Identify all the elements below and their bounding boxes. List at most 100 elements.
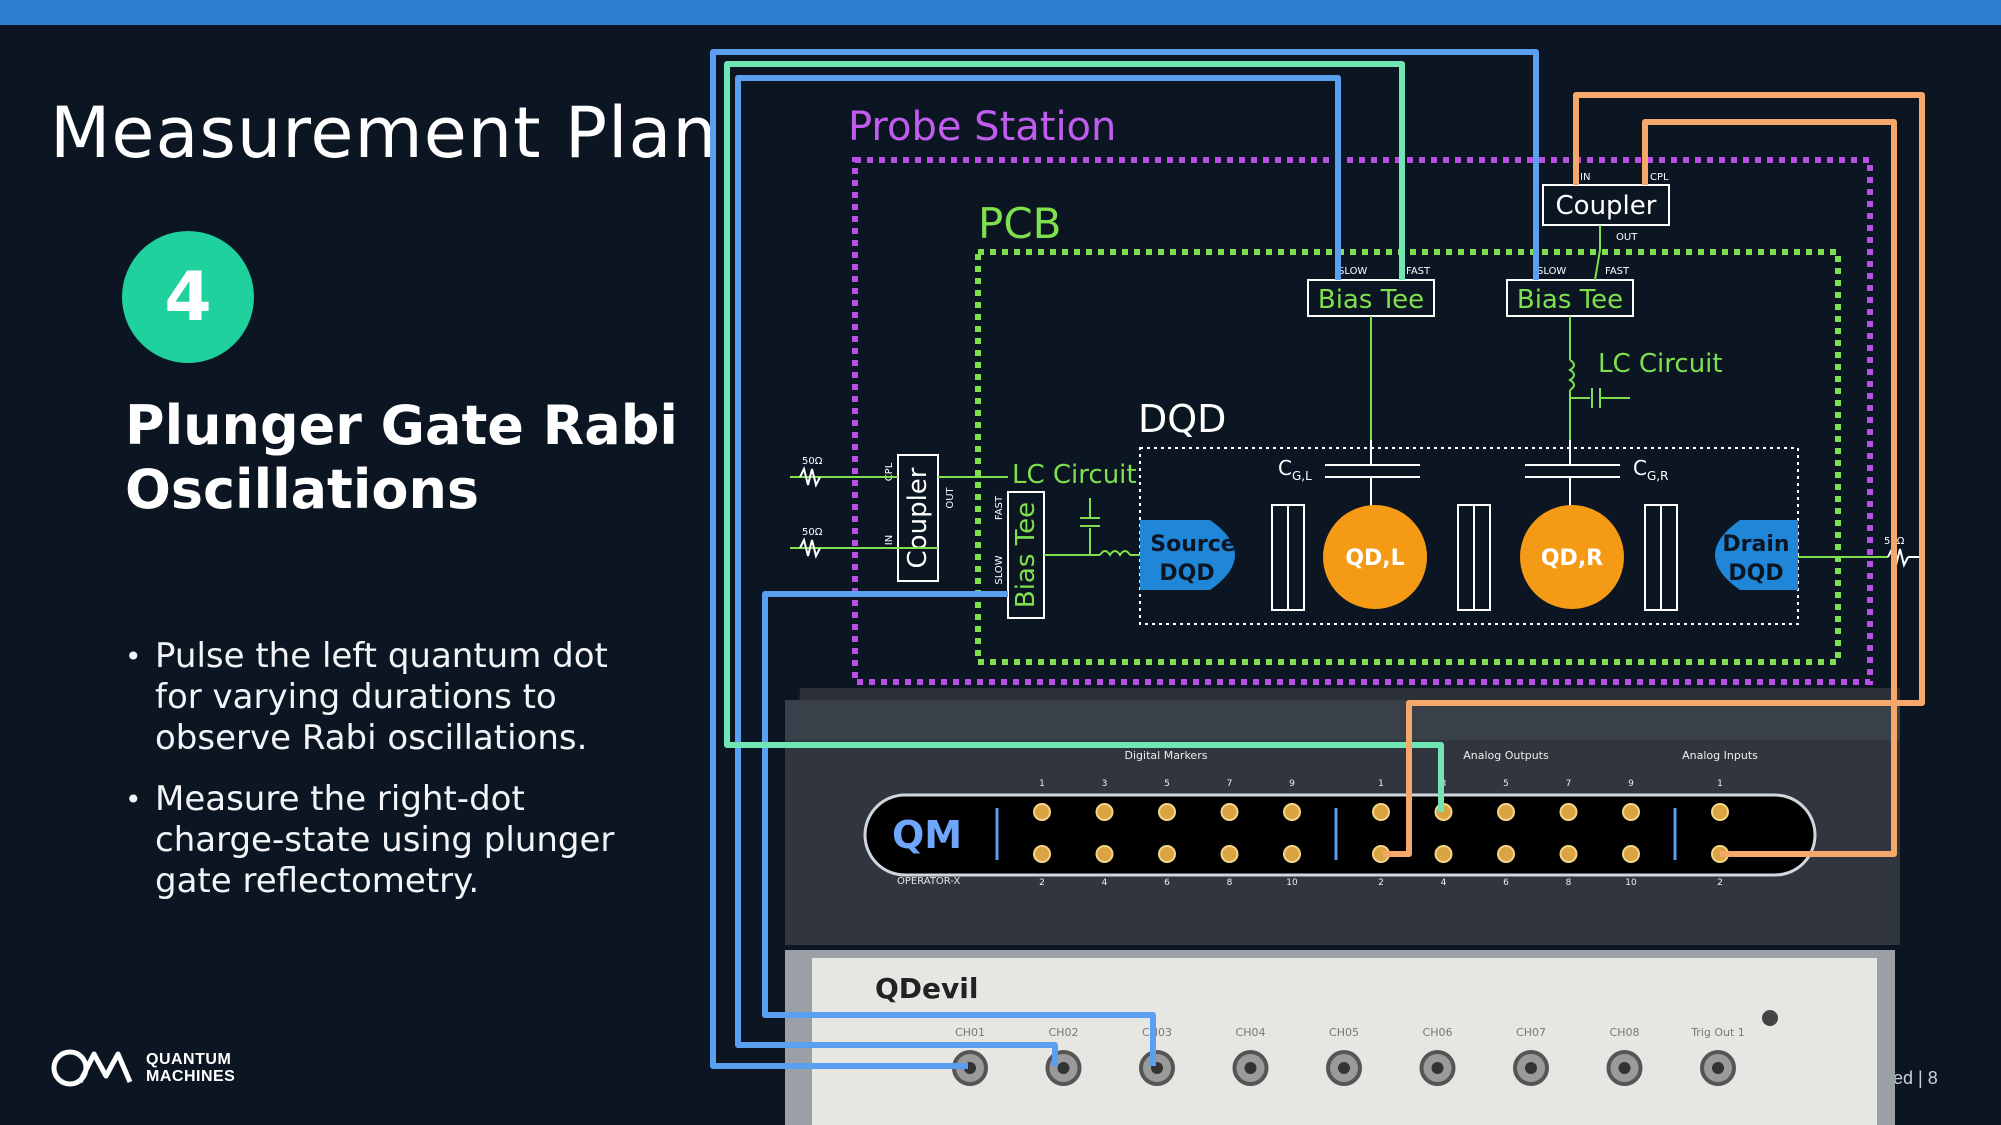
resistor-2-label: 50Ω xyxy=(802,527,823,538)
analog-output-port-number: 8 xyxy=(1566,878,1572,888)
probe-station-box xyxy=(852,157,1873,685)
bias-tee-2-fast: FAST xyxy=(1605,266,1630,277)
digital-marker-port[interactable] xyxy=(1158,803,1176,821)
bias-tee-1-fast: FAST xyxy=(1406,266,1431,277)
drain-label-line2: DQD xyxy=(1728,561,1783,586)
cgr-subscript: G,R xyxy=(1647,469,1668,483)
digital-marker-port-number: 8 xyxy=(1227,878,1233,888)
analog-output-port-number: 6 xyxy=(1503,878,1509,888)
cgr-label: C xyxy=(1633,456,1647,480)
analog-inputs-label: Analog Inputs xyxy=(1682,749,1758,762)
coupler-top-in: IN xyxy=(1580,172,1590,183)
resistor-1-label: 50Ω xyxy=(802,456,823,467)
digital-marker-port[interactable] xyxy=(1283,803,1301,821)
qdevil-bnc-pin xyxy=(1618,1062,1631,1074)
qdr-label: QD,R xyxy=(1541,546,1603,571)
digital-marker-port-number: 1 xyxy=(1039,779,1045,789)
analog-output-port-number: 4 xyxy=(1441,878,1447,888)
digital-marker-port[interactable] xyxy=(1220,803,1239,821)
qdevil-channel-label: CH05 xyxy=(1329,1026,1359,1039)
analog-output-port[interactable] xyxy=(1622,803,1640,821)
qdevil-channel-label: CH07 xyxy=(1516,1026,1546,1039)
analog-output-port[interactable] xyxy=(1559,845,1578,863)
digital-marker-port[interactable] xyxy=(1283,845,1301,863)
digital-marker-port[interactable] xyxy=(1158,845,1176,863)
analog-output-port-number: 5 xyxy=(1503,779,1509,789)
bias-tee-1-slow: SLOW xyxy=(1338,266,1367,277)
wiring xyxy=(710,49,1925,1069)
bullet-item: Measure the right-dot charge-state using… xyxy=(125,779,645,902)
logo-line-2: MACHINES xyxy=(146,1068,236,1085)
digital-marker-port-number: 4 xyxy=(1102,878,1108,888)
bias-tee-2-slow: SLOW xyxy=(1537,266,1566,277)
digital-marker-port[interactable] xyxy=(1095,803,1114,821)
wire-blue-left xyxy=(762,591,1156,1066)
slide-title: Measurement Plan xyxy=(50,92,718,174)
analog-output-port[interactable] xyxy=(1497,845,1515,863)
bias-tee-1-label: Bias Tee xyxy=(1318,285,1424,315)
analog-output-port[interactable] xyxy=(1497,803,1515,821)
resistor-icon xyxy=(799,537,821,559)
cgl-subscript: G,L xyxy=(1292,469,1312,483)
qdevil-channel-label: CH06 xyxy=(1423,1026,1453,1039)
qdevil-channel-label: CH04 xyxy=(1236,1026,1266,1039)
qdevil-bnc-pin xyxy=(1525,1062,1537,1074)
opx-model: OPERATOR-X xyxy=(897,876,960,887)
qdevil-bnc-pin xyxy=(1338,1062,1350,1074)
logo-line-1: QUANTUM xyxy=(146,1051,232,1068)
digital-marker-port[interactable] xyxy=(1220,845,1239,863)
bias-tee-left-label: Bias Tee xyxy=(1011,502,1041,608)
qdevil-bnc-pin xyxy=(1057,1062,1070,1074)
digital-marker-port-number: 2 xyxy=(1039,878,1045,888)
digital-marker-port-number: 3 xyxy=(1102,779,1108,789)
digital-marker-port[interactable] xyxy=(1033,803,1051,821)
digital-marker-port-number: 5 xyxy=(1164,779,1170,789)
lc-circuit-left-label: LC Circuit xyxy=(1012,460,1137,490)
lc-inductor-icon xyxy=(1568,359,1575,391)
digital-marker-port-number: 6 xyxy=(1164,878,1170,888)
bias-tee-2-label: Bias Tee xyxy=(1517,285,1623,315)
analog-output-port-number: 1 xyxy=(1378,779,1384,789)
coupler-left-in: IN xyxy=(884,535,895,545)
qdevil-channel-label: CH08 xyxy=(1610,1026,1640,1039)
qdevil-bnc-pin xyxy=(1244,1062,1257,1074)
analog-output-port-number: 9 xyxy=(1628,779,1634,789)
qm-logo-icon xyxy=(51,1049,133,1087)
analog-output-port-number: 10 xyxy=(1625,878,1637,888)
analog-output-port-number: 2 xyxy=(1378,878,1384,888)
qdevil-channel-label: CH03 xyxy=(1142,1026,1172,1039)
bullet-list: Pulse the left quantum dot for varying d… xyxy=(125,636,645,922)
qdl-label: QD,L xyxy=(1345,546,1404,571)
analog-output-port[interactable] xyxy=(1559,803,1578,821)
dqd-box xyxy=(1139,447,1799,625)
probe-station-label: Probe Station xyxy=(848,104,1116,150)
bias-tee-left-fast: FAST xyxy=(994,495,1005,520)
coupler-top-cpl: CPL xyxy=(1650,172,1669,183)
bias-tee-left xyxy=(1007,491,1045,619)
digital-markers-label: Digital Markers xyxy=(1125,749,1208,762)
analog-output-port-number: 7 xyxy=(1566,779,1572,789)
qdevil-channel-label: CH02 xyxy=(1049,1026,1079,1039)
digital-marker-port-number: 10 xyxy=(1286,878,1298,888)
slide-subtitle: Plunger Gate Rabi Oscillations xyxy=(125,394,678,521)
wire-blue-outer xyxy=(710,49,1539,1069)
top-accent-bar xyxy=(0,0,2001,25)
digital-marker-port[interactable] xyxy=(1095,845,1114,863)
analog-output-port[interactable] xyxy=(1372,803,1390,821)
source-label-line1: Source xyxy=(1150,532,1235,557)
dqd-label: DQD xyxy=(1138,397,1226,441)
digital-marker-port[interactable] xyxy=(1033,845,1051,863)
resistor-icon xyxy=(799,466,821,488)
pcb-label: PCB xyxy=(978,199,1061,248)
company-logo: QUANTUM MACHINES xyxy=(50,1046,235,1090)
coupler-left-cpl: CPL xyxy=(884,462,895,481)
analog-output-port[interactable] xyxy=(1622,845,1640,863)
quantum-dot-right xyxy=(1520,505,1624,609)
analog-output-port[interactable] xyxy=(1434,845,1453,863)
qdevil-bnc-pin xyxy=(1431,1062,1444,1074)
digital-marker-port-number: 7 xyxy=(1227,779,1233,789)
analog-input-port[interactable] xyxy=(1711,803,1729,821)
bullet-item: Pulse the left quantum dot for varying d… xyxy=(125,636,645,759)
